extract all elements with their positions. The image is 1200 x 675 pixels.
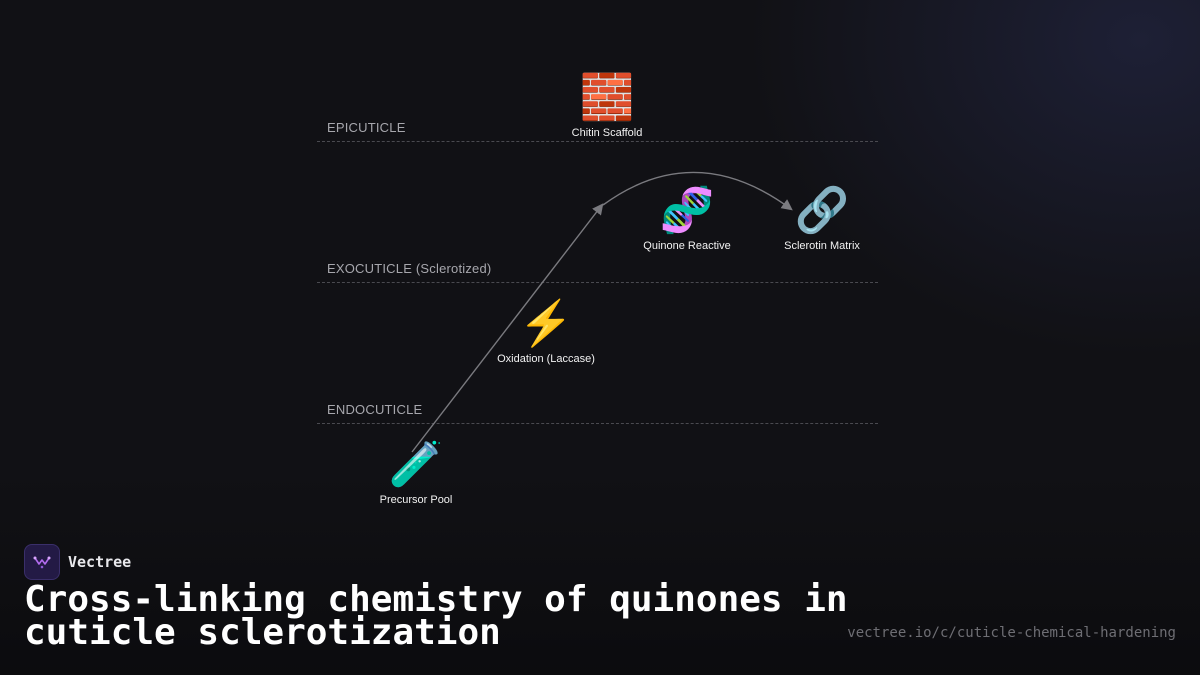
brand: Vectree <box>24 544 131 580</box>
brand-name: Vectree <box>68 553 132 571</box>
node-label: Quinone Reactive <box>643 240 731 252</box>
layer-divider-exocuticle <box>317 282 878 283</box>
node-quinone-reactive: 🧬 Quinone Reactive <box>643 186 731 253</box>
node-sclerotin-matrix: 🔗 Sclerotin Matrix <box>784 186 860 253</box>
brick-icon: 🧱 <box>579 73 635 122</box>
node-precursor-pool: 🧪 Precursor Pool <box>379 440 453 507</box>
layer-label-endocuticle: ENDOCUTICLE <box>327 402 423 417</box>
link-icon: 🔗 <box>794 186 850 235</box>
node-label: Chitin Scaffold <box>571 127 643 139</box>
source-url[interactable]: vectree.io/c/cuticle-chemical-hardening <box>847 625 1176 641</box>
layer-label-exocuticle: EXOCUTICLE (Sclerotized) <box>327 261 492 276</box>
page-title: Cross-linking chemistry of quinones in c… <box>24 579 848 653</box>
node-label: Oxidation (Laccase) <box>497 353 595 365</box>
test-tube-icon: 🧪 <box>388 440 444 489</box>
arrow-precursor-to-chitin <box>411 203 604 453</box>
arrow-chitin-to-sclerotin <box>602 171 793 211</box>
node-label: Sclerotin Matrix <box>784 240 860 252</box>
node-label: Precursor Pool <box>379 494 453 506</box>
lightning-icon: ⚡ <box>518 299 574 348</box>
vectree-logo-icon <box>24 544 60 580</box>
node-oxidation-laccase: ⚡ Oxidation (Laccase) <box>497 299 595 366</box>
layer-label-epicuticle: EPICUTICLE <box>327 120 406 135</box>
node-chitin-scaffold: 🧱 Chitin Scaffold <box>571 73 643 140</box>
layer-divider-endocuticle <box>317 423 878 424</box>
dna-icon: 🧬 <box>659 186 715 235</box>
layer-divider-epicuticle <box>317 141 878 142</box>
